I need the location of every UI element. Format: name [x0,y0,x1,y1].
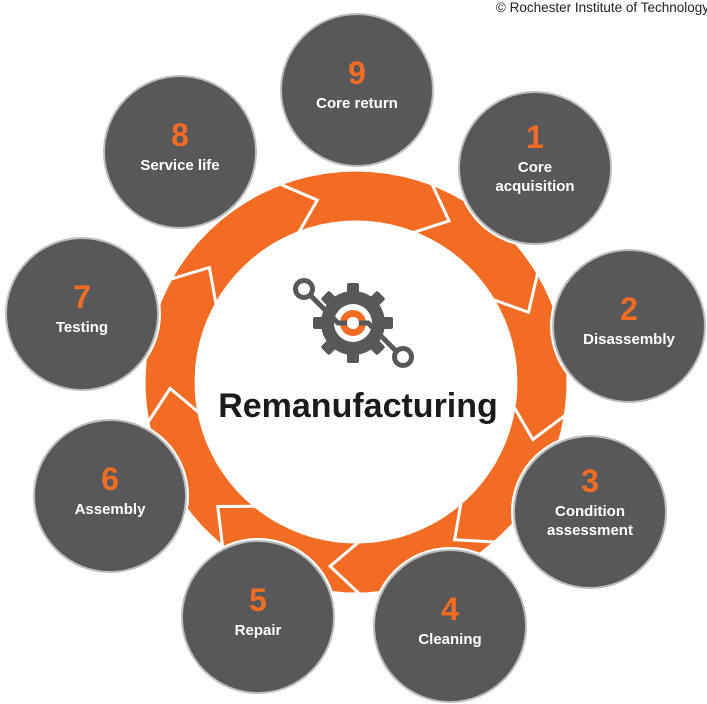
step-label: Assembly [75,501,147,518]
step-number: 6 [101,461,119,497]
step-number: 3 [581,463,599,499]
step-circle [5,237,159,391]
step-label: Cleaning [418,631,481,648]
step-number: 1 [526,119,544,155]
step-label: Testing [56,319,108,336]
step-label: Condition [555,503,625,520]
step-number: 9 [348,55,366,91]
step-label: Core [518,159,552,176]
step-circle [103,75,257,229]
step-label: Service life [140,157,219,174]
step-number: 4 [441,591,459,627]
diagram-title: Remanufacturing [218,387,498,425]
step-label: Repair [235,622,282,639]
step-number: 7 [73,279,91,315]
cycle-ring [142,168,570,596]
step-number: 5 [249,582,267,618]
step-label: Disassembly [583,331,675,348]
step-circle [458,91,612,245]
step-circle [552,249,706,403]
step-number: 8 [171,117,189,153]
step-number: 2 [620,291,638,327]
step-circle [373,549,527,703]
step-label: acquisition [495,178,574,195]
cycle-arrow-segment [275,168,452,236]
gear-circuit-icon [293,278,414,368]
step-label: Core return [316,95,398,112]
copyright-notice: © Rochester Institute of Technology [495,0,707,15]
step-circle [33,419,187,573]
step-circle [280,13,434,167]
step-label: assessment [547,522,633,539]
step-circle [181,540,335,694]
step-circle [513,435,667,589]
